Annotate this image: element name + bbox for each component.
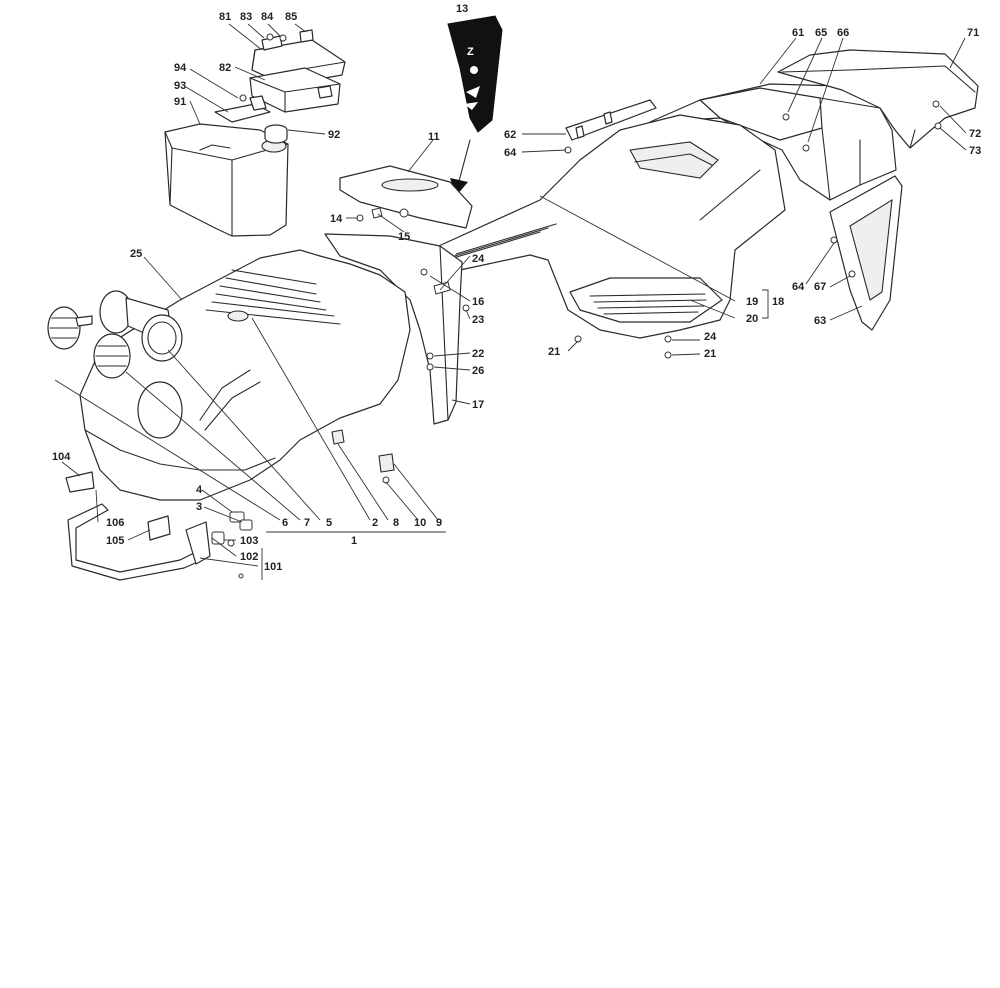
label-24-upper: 24 — [472, 253, 485, 265]
label-5: 5 — [326, 517, 332, 529]
decal-letter: Z — [467, 46, 474, 58]
label-83: 83 — [240, 11, 252, 23]
label-25: 25 — [130, 248, 142, 260]
label-73: 73 — [969, 145, 981, 157]
label-3: 3 — [196, 501, 202, 513]
label-14: 14 — [330, 213, 343, 225]
label-18: 18 — [772, 296, 784, 308]
label-24-lower: 24 — [704, 331, 717, 343]
side-panel-part — [829, 175, 903, 331]
label-104: 104 — [52, 451, 71, 463]
label-93: 93 — [174, 80, 186, 92]
rear-cover-part — [777, 49, 979, 149]
side-rail-part — [565, 99, 657, 141]
label-7: 7 — [304, 517, 310, 529]
hood-grille-opening — [137, 381, 183, 439]
label-105: 105 — [106, 535, 124, 547]
headlight-lower-part — [93, 333, 131, 379]
label-13: 13 — [456, 3, 468, 15]
leader-lines — [54, 23, 967, 580]
footboard-body-part — [429, 114, 786, 339]
label-21-right: 21 — [704, 348, 716, 360]
label-106: 106 — [106, 517, 124, 529]
decal-part: Z — [447, 15, 503, 133]
label-61: 61 — [792, 27, 804, 39]
label-85: 85 — [285, 11, 297, 23]
label-91: 91 — [174, 96, 186, 108]
label-16: 16 — [472, 296, 484, 308]
label-101: 101 — [264, 561, 282, 573]
label-64-right: 64 — [792, 281, 805, 293]
label-81: 81 — [219, 11, 231, 23]
label-94: 94 — [174, 62, 187, 74]
label-67: 67 — [814, 281, 826, 293]
label-21-left: 21 — [548, 346, 560, 358]
label-1: 1 — [351, 535, 357, 547]
label-17: 17 — [472, 399, 484, 411]
label-6: 6 — [282, 517, 288, 529]
bumper-part — [65, 471, 211, 581]
label-10: 10 — [414, 517, 426, 529]
bracket-93-part — [214, 94, 271, 123]
headlight-left-part — [47, 306, 93, 350]
fuel-tank-part — [164, 123, 289, 237]
label-62: 62 — [504, 129, 516, 141]
dash-panel-part — [324, 233, 463, 425]
label-64-left: 64 — [504, 147, 517, 159]
label-103: 103 — [240, 535, 258, 547]
label-102: 102 — [240, 551, 258, 563]
label-65: 65 — [815, 27, 827, 39]
label-84: 84 — [261, 11, 274, 23]
label-82: 82 — [219, 62, 231, 74]
label-4: 4 — [196, 484, 203, 496]
label-72: 72 — [969, 128, 981, 140]
label-20: 20 — [746, 313, 758, 325]
label-22: 22 — [472, 348, 484, 360]
part-labels: 81 83 84 85 82 94 93 91 92 13 11 14 15 2… — [52, 3, 981, 573]
label-9: 9 — [436, 517, 442, 529]
label-92: 92 — [328, 129, 340, 141]
fuel-cap-part — [264, 124, 288, 144]
label-71: 71 — [967, 27, 979, 39]
label-11: 11 — [428, 131, 440, 143]
label-66: 66 — [837, 27, 849, 39]
label-8: 8 — [393, 517, 399, 529]
decal-arrow-line — [457, 139, 471, 186]
label-15: 15 — [398, 231, 410, 243]
label-26: 26 — [472, 365, 484, 377]
headlight-right-part — [141, 314, 183, 362]
label-2: 2 — [372, 517, 378, 529]
battery-part — [249, 67, 341, 113]
label-63: 63 — [814, 315, 826, 327]
label-23: 23 — [472, 314, 484, 326]
seat-part — [339, 165, 473, 229]
label-19: 19 — [746, 296, 758, 308]
